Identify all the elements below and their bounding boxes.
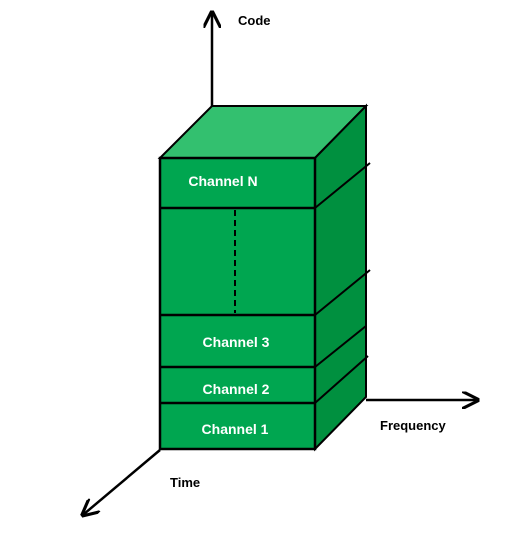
side-divider-n (314, 162, 371, 209)
channel-1-label: Channel 1 (202, 421, 269, 437)
channel-n-label: Channel N (188, 173, 257, 189)
block-front-face (158, 156, 317, 451)
code-axis-label: Code (238, 13, 271, 28)
channel-3-label: Channel 3 (203, 334, 270, 350)
time-axis (84, 449, 161, 514)
frequency-axis-label: Frequency (380, 418, 447, 433)
time-axis-label: Time (170, 475, 200, 490)
side-divider-2 (314, 325, 367, 368)
side-divider-3 (314, 269, 371, 316)
channel-2-label: Channel 2 (203, 381, 270, 397)
side-divider-1 (314, 355, 369, 404)
